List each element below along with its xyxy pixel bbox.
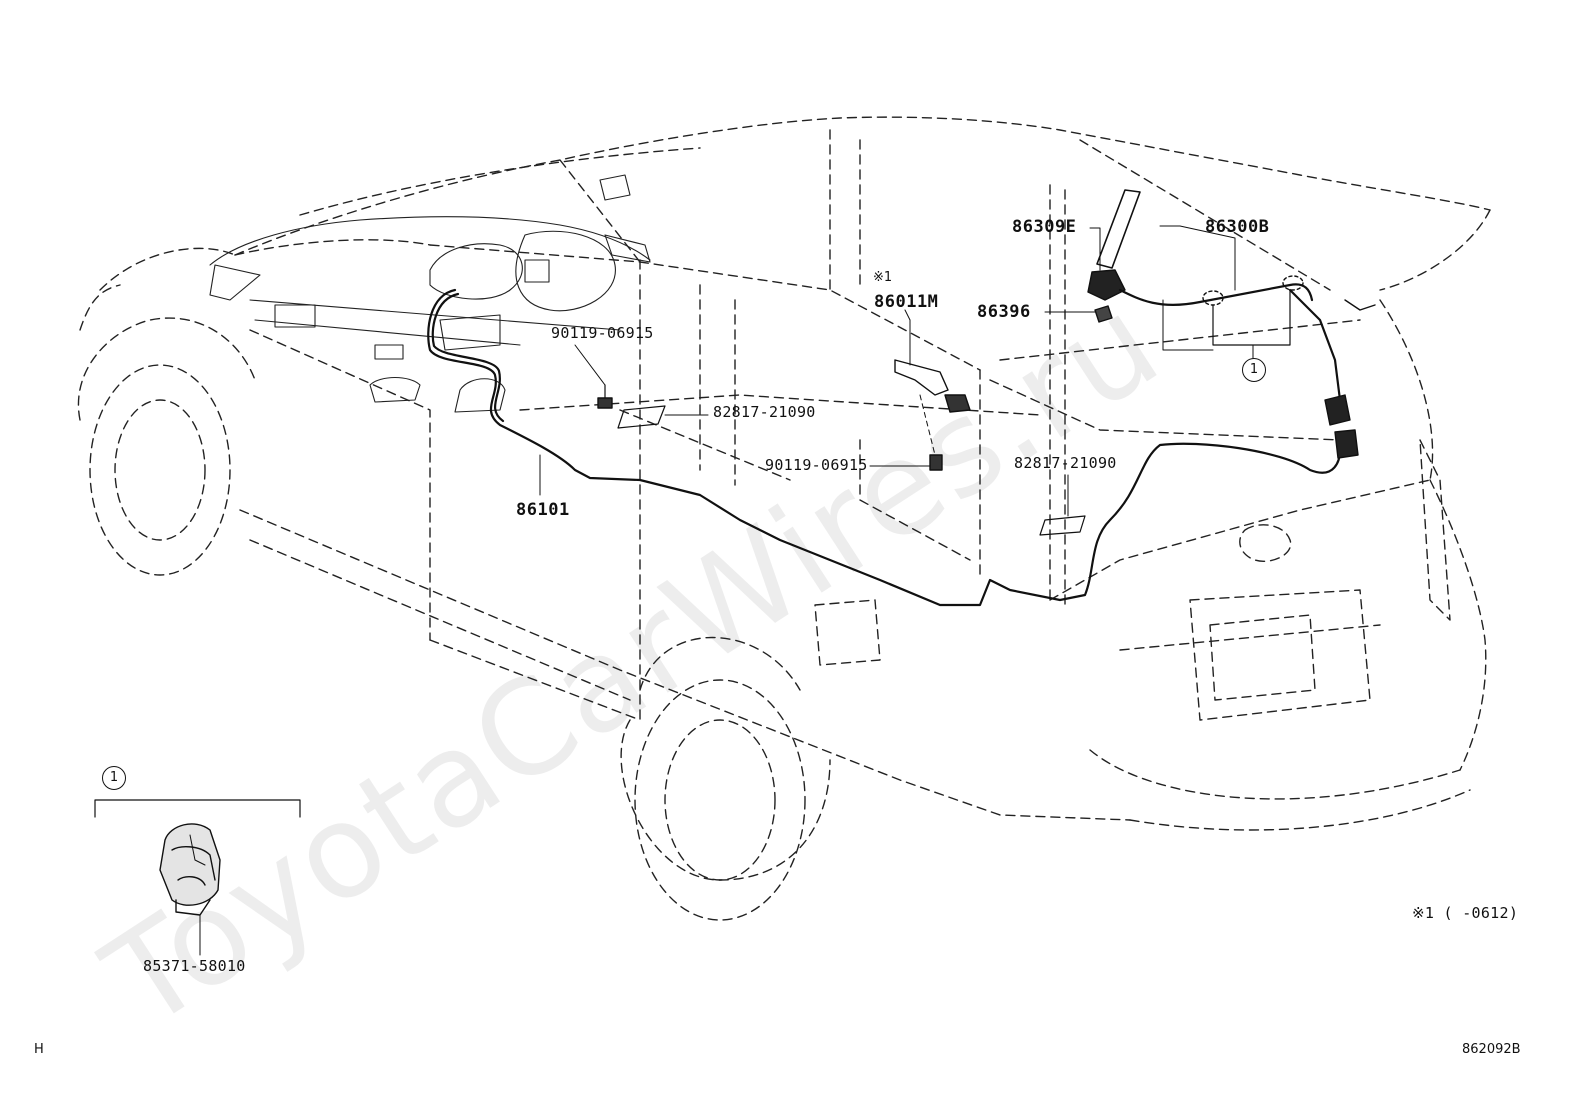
antenna-cord-86101 (427, 288, 1342, 607)
part-label-86309e: 86309E (1012, 217, 1077, 237)
clip-90119-front (597, 384, 613, 409)
leader-lines (539, 225, 1254, 517)
part-label-86396: 86396 (977, 302, 1031, 322)
inset-reference-circle: 1 (102, 766, 126, 790)
part-label-86101: 86101 (516, 500, 570, 520)
reference-circle: 1 (1242, 358, 1266, 382)
part-label-85371: 85371-58010 (143, 957, 246, 975)
pad-82817-front (617, 405, 666, 429)
roof-antenna-assembly (1087, 189, 1376, 459)
body-outline (77, 116, 1491, 881)
part-label-90119-front: 90119-06915 (551, 324, 654, 342)
figure-id: 862092B (1462, 1042, 1521, 1057)
part-label-90119-rear: 90119-06915 (765, 456, 868, 474)
front-wheel (89, 364, 231, 576)
part-label-82817-front: 82817-21090 (713, 403, 816, 421)
dashboard (209, 174, 651, 413)
inset-grommet (94, 799, 301, 956)
part-label-86011m: 86011M (874, 292, 939, 312)
note-mark: ※1 (873, 270, 893, 285)
part-label-86300b: 86300B (1205, 217, 1270, 237)
bracket-86011m (894, 319, 971, 471)
footnote: ※1 ( -0612) (1412, 904, 1519, 922)
part-label-82817-rear: 82817-21090 (1014, 454, 1117, 472)
corner-code: H (34, 1042, 44, 1057)
pad-82817-rear (1039, 515, 1086, 536)
rear-wheel (634, 679, 806, 921)
